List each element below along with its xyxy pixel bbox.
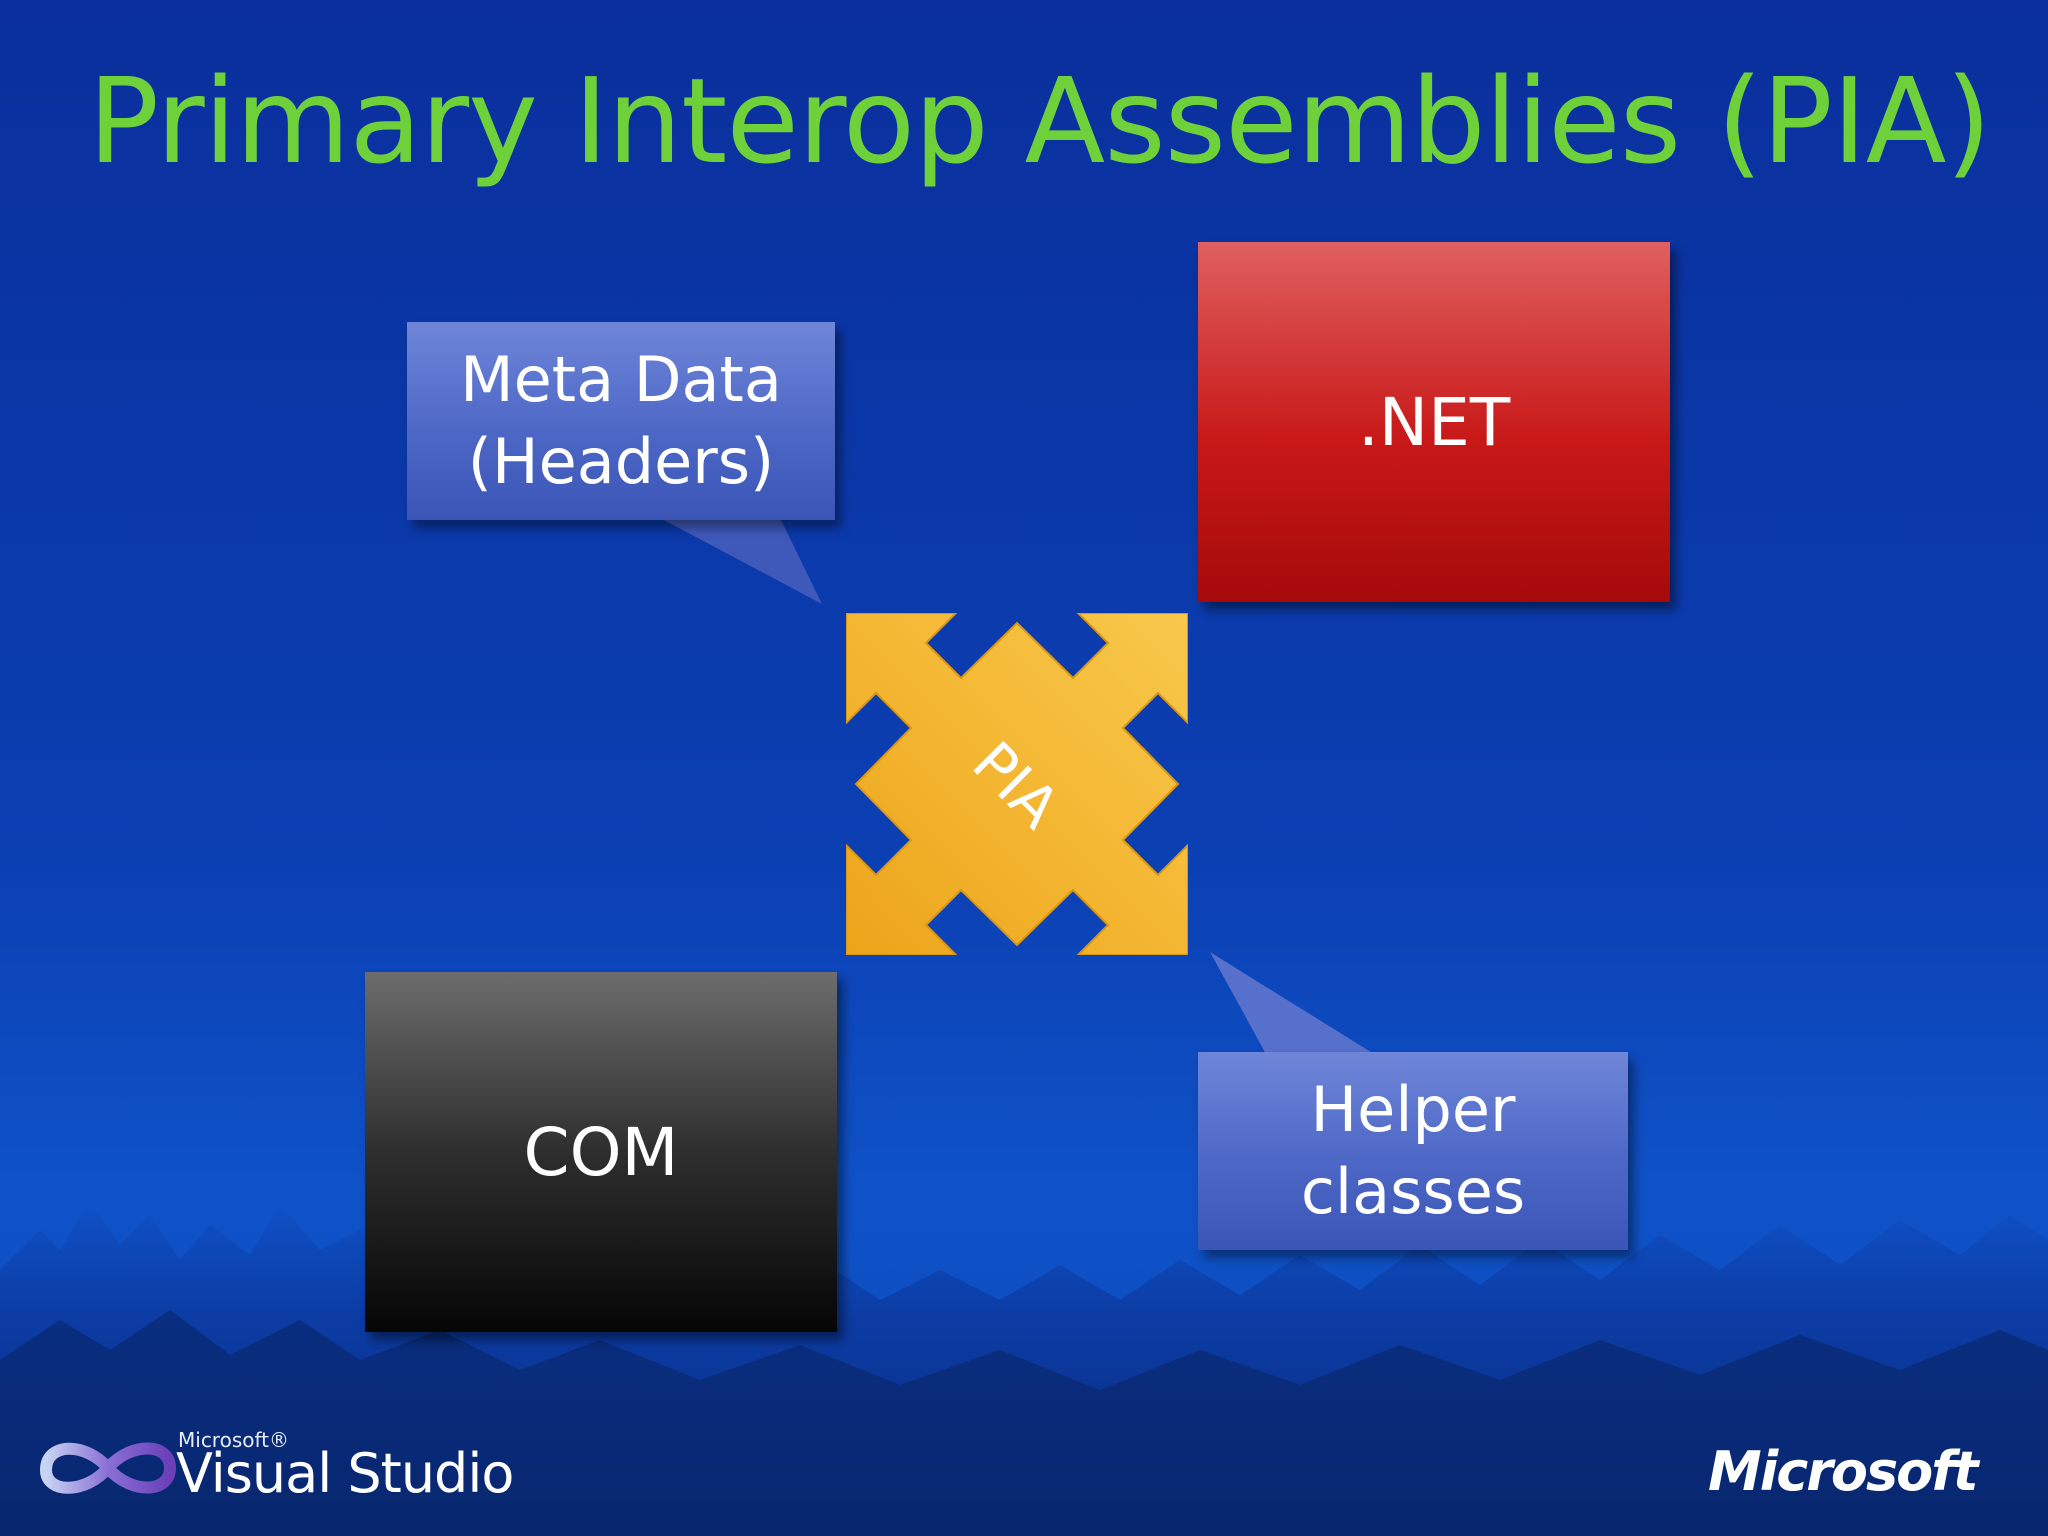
- helper-callout-line-1: Helper: [1301, 1069, 1525, 1151]
- com-label: COM: [524, 1114, 679, 1191]
- net-box: .NET: [1198, 242, 1670, 602]
- helper-callout-line-2: classes: [1301, 1151, 1525, 1233]
- com-box: COM: [365, 972, 837, 1332]
- meta-callout-line-2: (Headers): [460, 421, 782, 503]
- helper-callout-tail: [1206, 952, 1386, 1056]
- microsoft-logo: Microsoft: [1708, 1440, 1977, 1503]
- meta-data-callout: Meta Data (Headers): [407, 322, 835, 520]
- meta-callout-line-1: Meta Data: [460, 339, 782, 421]
- meta-callout-tail: [650, 518, 830, 608]
- slide-title: Primary Interop Assemblies (PIA): [88, 52, 1991, 190]
- net-label: .NET: [1358, 384, 1510, 461]
- vs-product-name: Visual Studio: [176, 1442, 513, 1505]
- helper-classes-callout: Helper classes: [1198, 1052, 1628, 1250]
